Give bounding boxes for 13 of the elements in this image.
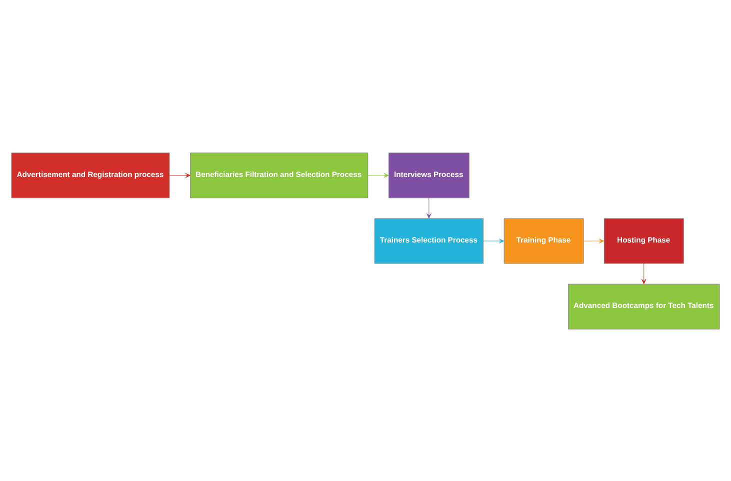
arrow [583,238,604,243]
arrow [426,197,432,218]
arrow [368,172,389,178]
node-box: Advertisement and Registration process [11,152,170,198]
arrow [641,262,646,284]
arrow [483,238,504,243]
node-box: Trainers Selection Process [374,218,484,264]
arrow [169,172,190,178]
node-box: Hosting Phase [604,218,684,264]
node-box: Beneficiaries Filtration and Selection Process [190,152,368,198]
node-box: Interviews Process [388,152,470,198]
node-box: Advanced Bootcamps for Tech Talents [568,283,720,329]
node-box: Training Phase [504,218,584,264]
